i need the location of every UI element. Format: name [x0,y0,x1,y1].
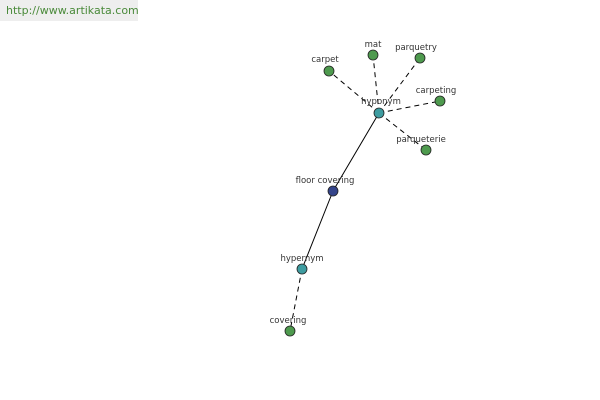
node-marker-parquetry[interactable] [414,52,426,64]
node-label-hyponym: hyponym [361,97,401,107]
node-carpet[interactable]: carpet [311,55,339,77]
graph-edges [289,54,441,332]
node-marker-covering[interactable] [284,325,296,337]
edge-hyponym-carpeting [378,100,441,114]
node-label-parqueterie: parqueterie [396,135,446,145]
node-carpeting[interactable]: carpeting [416,86,456,107]
node-mat[interactable]: mat [365,40,382,61]
edge-hypernym-covering [289,268,303,332]
node-label-carpeting: carpeting [416,86,456,96]
edge-floor-covering-hyponym [332,112,380,192]
node-label-carpet: carpet [311,55,339,65]
node-marker-hyponym[interactable] [373,107,385,119]
node-marker-carpet[interactable] [323,65,335,77]
edge-hyponym-parquetry [378,57,421,114]
node-hypernym[interactable]: hypernym [280,254,324,275]
node-marker-floor-covering[interactable] [327,185,339,197]
node-covering[interactable]: covering [270,316,307,337]
node-marker-hypernym[interactable] [296,263,308,275]
node-label-mat: mat [365,40,382,50]
graph-nodes: floor covering hyponym hypernym carpet mat pa… [270,40,456,337]
node-hyponym[interactable]: hyponym [361,97,401,119]
node-marker-parqueterie[interactable] [420,144,432,156]
node-label-hypernym: hypernym [280,254,323,264]
edge-hyponym-parqueterie [378,112,427,151]
node-label-covering: covering [270,316,307,326]
node-parqueterie[interactable]: parqueterie [396,135,446,156]
node-marker-mat[interactable] [367,49,379,61]
node-label-parquetry: parquetry [395,43,437,53]
node-parquetry[interactable]: parquetry [395,43,437,64]
edge-hyponym-mat [372,54,380,114]
edge-floor-covering-hypernym [301,190,334,270]
node-marker-carpeting[interactable] [434,95,446,107]
source-url[interactable]: http://www.artikata.com [0,0,139,21]
edge-hyponym-carpet [328,70,380,114]
node-floor-covering[interactable]: floor covering [296,176,355,197]
node-label-floor-covering: floor covering [296,176,355,186]
